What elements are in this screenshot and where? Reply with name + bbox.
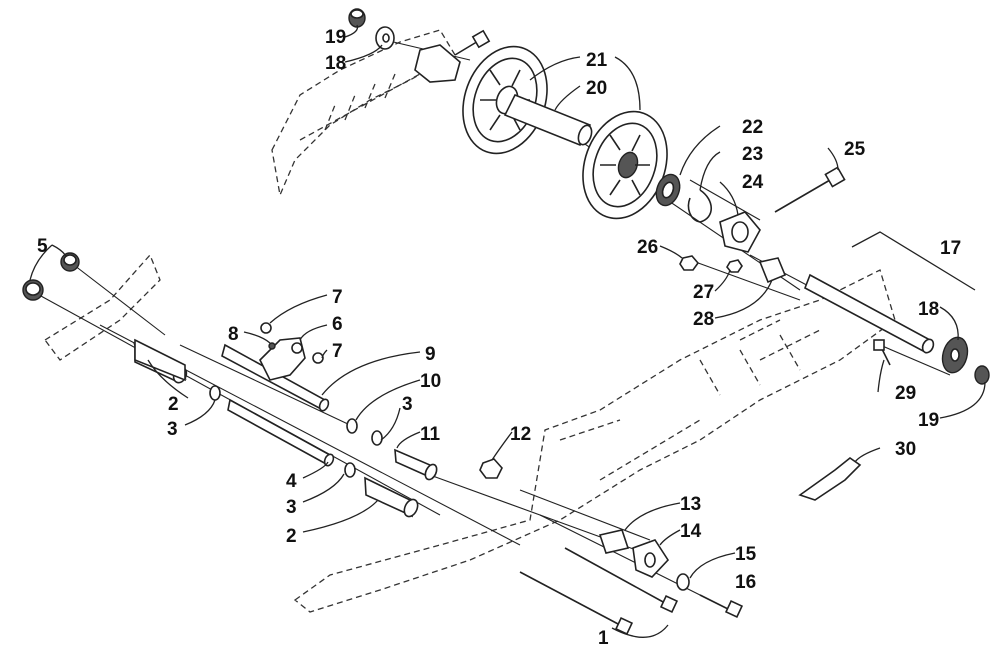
- callout-numbers: 1 2 2 3 3 3 4 5 6 7 7 8 9 10 11 12 13 14…: [37, 27, 961, 649]
- callout-7-upper: 7: [332, 287, 343, 308]
- callout-16: 16: [735, 572, 756, 593]
- callout-7-lower: 7: [332, 341, 343, 362]
- washer-10: [346, 418, 358, 434]
- pin-8: [268, 342, 276, 350]
- lower-left-rail: [44, 253, 161, 361]
- callout-29: 29: [895, 383, 916, 404]
- bogie-wheel-front: [462, 45, 548, 155]
- cap-5-upper: [60, 252, 80, 272]
- spacer-13: [598, 529, 630, 554]
- callout-6: 6: [332, 314, 343, 335]
- callout-3-c: 3: [402, 394, 413, 415]
- callout-2-upper: 2: [168, 394, 179, 415]
- callout-22: 22: [742, 117, 763, 138]
- snap-ring: [687, 189, 713, 223]
- callout-10: 10: [420, 371, 441, 392]
- callout-13: 13: [680, 494, 701, 515]
- washer-18-top: [375, 26, 395, 50]
- callout-28: 28: [693, 309, 714, 330]
- callout-1: 1: [598, 628, 609, 649]
- bogie-wheel-rear: [582, 110, 668, 220]
- adjuster-assembly: [414, 29, 491, 83]
- long-bolt-25: [774, 166, 846, 213]
- callout-23: 23: [742, 144, 763, 165]
- spacer-2-lower: [364, 476, 419, 518]
- cap-5-lower: [22, 279, 44, 301]
- callout-20: 20: [586, 78, 607, 99]
- callout-15: 15: [735, 544, 757, 565]
- group-bracket-17: [851, 231, 976, 291]
- callout-5: 5: [37, 236, 48, 257]
- bolt-7-lower: [312, 352, 324, 364]
- long-bolt-1-a: [519, 571, 634, 636]
- bolt-29: [873, 339, 891, 366]
- callout-9: 9: [425, 344, 436, 365]
- main-rail: [293, 269, 896, 613]
- callout-24: 24: [742, 172, 764, 193]
- callout-19-right: 19: [918, 410, 939, 431]
- nut-26: [679, 255, 700, 271]
- leader-lines: [29, 24, 986, 638]
- callout-19-top: 19: [325, 27, 346, 48]
- shaft-17: [803, 273, 935, 354]
- axle-block: [719, 211, 761, 253]
- long-bolt-1-b: [564, 547, 679, 614]
- nut-12: [479, 458, 503, 479]
- callout-12: 12: [510, 424, 531, 445]
- callout-27: 27: [693, 282, 714, 303]
- block-14: [632, 539, 670, 578]
- callout-2-lower: 2: [286, 526, 297, 547]
- spacer-11: [394, 448, 438, 481]
- bolt-7-upper: [260, 322, 272, 334]
- block-28: [758, 257, 787, 284]
- washer-3-b: [344, 462, 356, 478]
- spacer-2-upper: [133, 338, 188, 384]
- callout-21: 21: [586, 50, 608, 71]
- callout-30: 30: [895, 439, 916, 460]
- cap-19-right: [974, 365, 990, 385]
- bracket-30: [798, 457, 862, 501]
- callout-26: 26: [637, 237, 658, 258]
- callout-3-a: 3: [167, 419, 178, 440]
- callout-3-b: 3: [286, 497, 297, 518]
- washer-3-c: [371, 430, 383, 446]
- callout-11: 11: [420, 424, 441, 445]
- callout-14: 14: [680, 521, 702, 542]
- arm-6: [259, 337, 306, 381]
- washer-15: [676, 573, 690, 591]
- callout-25: 25: [844, 139, 866, 160]
- callout-8: 8: [228, 324, 239, 345]
- callout-18-right: 18: [918, 299, 939, 320]
- washer-18-right: [941, 336, 969, 374]
- bolt-16: [699, 594, 744, 619]
- shaft-4: [227, 398, 335, 467]
- cap-19-top: [348, 8, 366, 28]
- bearing: [655, 173, 681, 207]
- callout-4: 4: [286, 471, 297, 492]
- callout-18-top: 18: [325, 53, 346, 74]
- callout-17: 17: [940, 238, 961, 259]
- axle-shaft: [503, 93, 593, 147]
- nut-27: [726, 259, 743, 273]
- washer-3-a: [209, 385, 221, 401]
